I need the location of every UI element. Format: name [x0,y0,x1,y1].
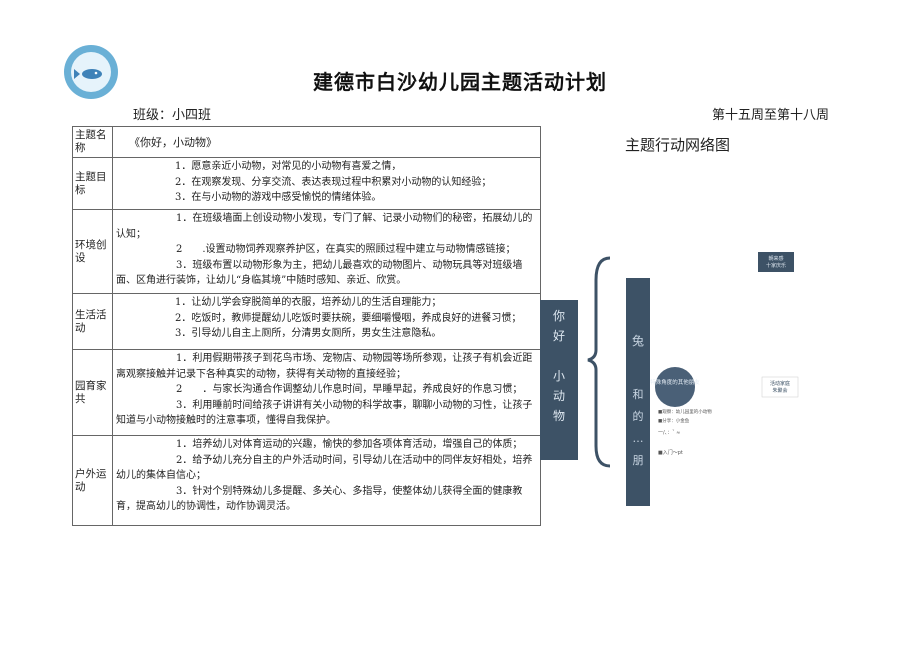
row-content: 1．让幼儿学会穿脱简单的衣服，培养幼儿的生活自理能力； 2．吃饭时，教师提醒幼儿… [112,293,541,351]
row-header: 生活活动 [72,293,113,351]
row-header: 园育家共 [72,349,113,437]
center-node-text: 你好 小动物 [553,309,565,423]
brace-connector [587,256,611,468]
right-box-2 [761,376,799,398]
right-box-2-text: 活动家庭朱聚会 [770,380,790,394]
activity-network-map: 你好 小动物 兔 和的…朋 特殊角度的其他朋友 ■观察：幼儿园里的小动物 ■分享… [540,252,799,506]
detail-2: ■分享：小金鱼 [658,417,690,424]
center-node [540,300,578,460]
detail-3: 一/、：ˇ ≈ [658,430,680,436]
table-row: 户外运动 1．培养幼儿对体育运动的兴趣，愉快的参加各项体育活动，增强自己的体质；… [72,435,541,527]
row-content: 1．愿意亲近小动物，对常见的小动物有喜爱之情， 2．在观察发现、分享交流、表达表… [112,157,541,211]
right-box-1-text: 朝来感十家庆乐 [766,255,786,269]
row-header: 户外运动 [72,435,113,527]
class-label: 班级：小四班 [133,108,212,123]
table-row: 主题目标 1．愿意亲近小动物，对常见的小动物有喜爱之情， 2．在观察发现、分享交… [72,157,541,211]
row-header: 环境创设 [72,209,113,295]
badge-node [655,367,695,407]
row-header: 主题目标 [72,157,113,211]
row-content: 《你好，小动物》 [112,125,541,159]
row-content: 1．在班级墙面上创设动物小发现，专门了解、记录小动物们的秘密，拓展幼儿的认知； … [112,209,541,295]
plan-table: 主题名称 《你好，小动物》 主题目标 1．愿意亲近小动物，对常见的小动物有喜爱之… [72,125,541,527]
branch-1-text: 兔 [632,333,644,348]
row-content: 1．利用假期带孩子到花鸟市场、宠物店、动物园等场所参观，让孩子有机会近距离观察接… [112,349,541,437]
page-title: 建德市白沙幼儿园主题活动计划 [313,70,607,94]
badge-text: 特殊角度的其他朋友 [650,378,700,386]
network-title: 主题行动网络图 [625,136,731,154]
table-row: 主题名称 《你好，小动物》 [72,125,541,159]
branch-node-2 [626,378,650,506]
branch-2-text: 和的…朋 [633,388,644,467]
table-row: 园育家共 1．利用假期带孩子到花鸟市场、宠物店、动物园等场所参观，让孩子有机会近… [72,349,541,437]
detail-4: ■入门～pt [658,449,683,456]
detail-1: ■观察：幼儿园里的小动物 [658,408,712,415]
school-logo [64,45,118,99]
table-row: 环境创设 1．在班级墙面上创设动物小发现，专门了解、记录小动物们的秘密，拓展幼儿… [72,209,541,295]
row-header: 主题名称 [72,125,113,159]
week-range-label: 第十五周至第十八周 [712,108,830,123]
right-box-1 [758,252,794,272]
table-row: 生活活动 1．让幼儿学会穿脱简单的衣服，培养幼儿的生活自理能力； 2．吃饭时，教… [72,293,541,351]
row-content: 1．培养幼儿对体育运动的兴趣，愉快的参加各项体育活动，增强自己的体质； 2．给予… [112,435,541,527]
